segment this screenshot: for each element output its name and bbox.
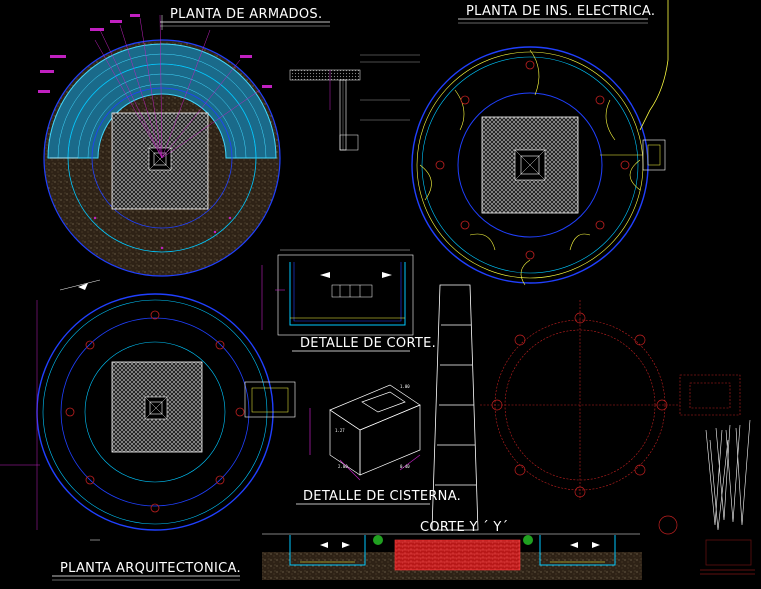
dim-label-3: 2.00 (338, 464, 348, 469)
dim-label-1: 1.00 (400, 384, 410, 389)
title-planta-armados: PLANTA DE ARMADOS. (170, 7, 322, 22)
detalle-corte-drawing (261, 249, 414, 336)
title-planta-arquitectonica: PLANTA ARQUITECTONICA. (60, 561, 241, 576)
title-corte-y: CORTE Y ´ Y´ (420, 520, 508, 535)
columna-drawing (431, 284, 479, 531)
planta-armados-drawing (38, 14, 281, 277)
planta-arquitectonica-drawing (0, 279, 296, 541)
detalle-rojo-drawing (480, 300, 741, 500)
title-detalle-corte: DETALLE DE CORTE. (300, 336, 436, 351)
corte-y-drawing (262, 533, 642, 580)
title-planta-electrica: PLANTA DE INS. ELECTRICA. (466, 4, 655, 19)
detalle-columna-drawing (289, 54, 420, 151)
planta-electrica-drawing (411, 0, 669, 286)
dim-label-2: 1.27 (335, 428, 345, 433)
spike-graphic (705, 419, 751, 531)
dim-label-4: 0.40 (400, 464, 410, 469)
detalle-cisterna-drawing (309, 384, 421, 481)
title-detalle-cisterna: DETALLE DE CISTERNA. (303, 489, 461, 504)
